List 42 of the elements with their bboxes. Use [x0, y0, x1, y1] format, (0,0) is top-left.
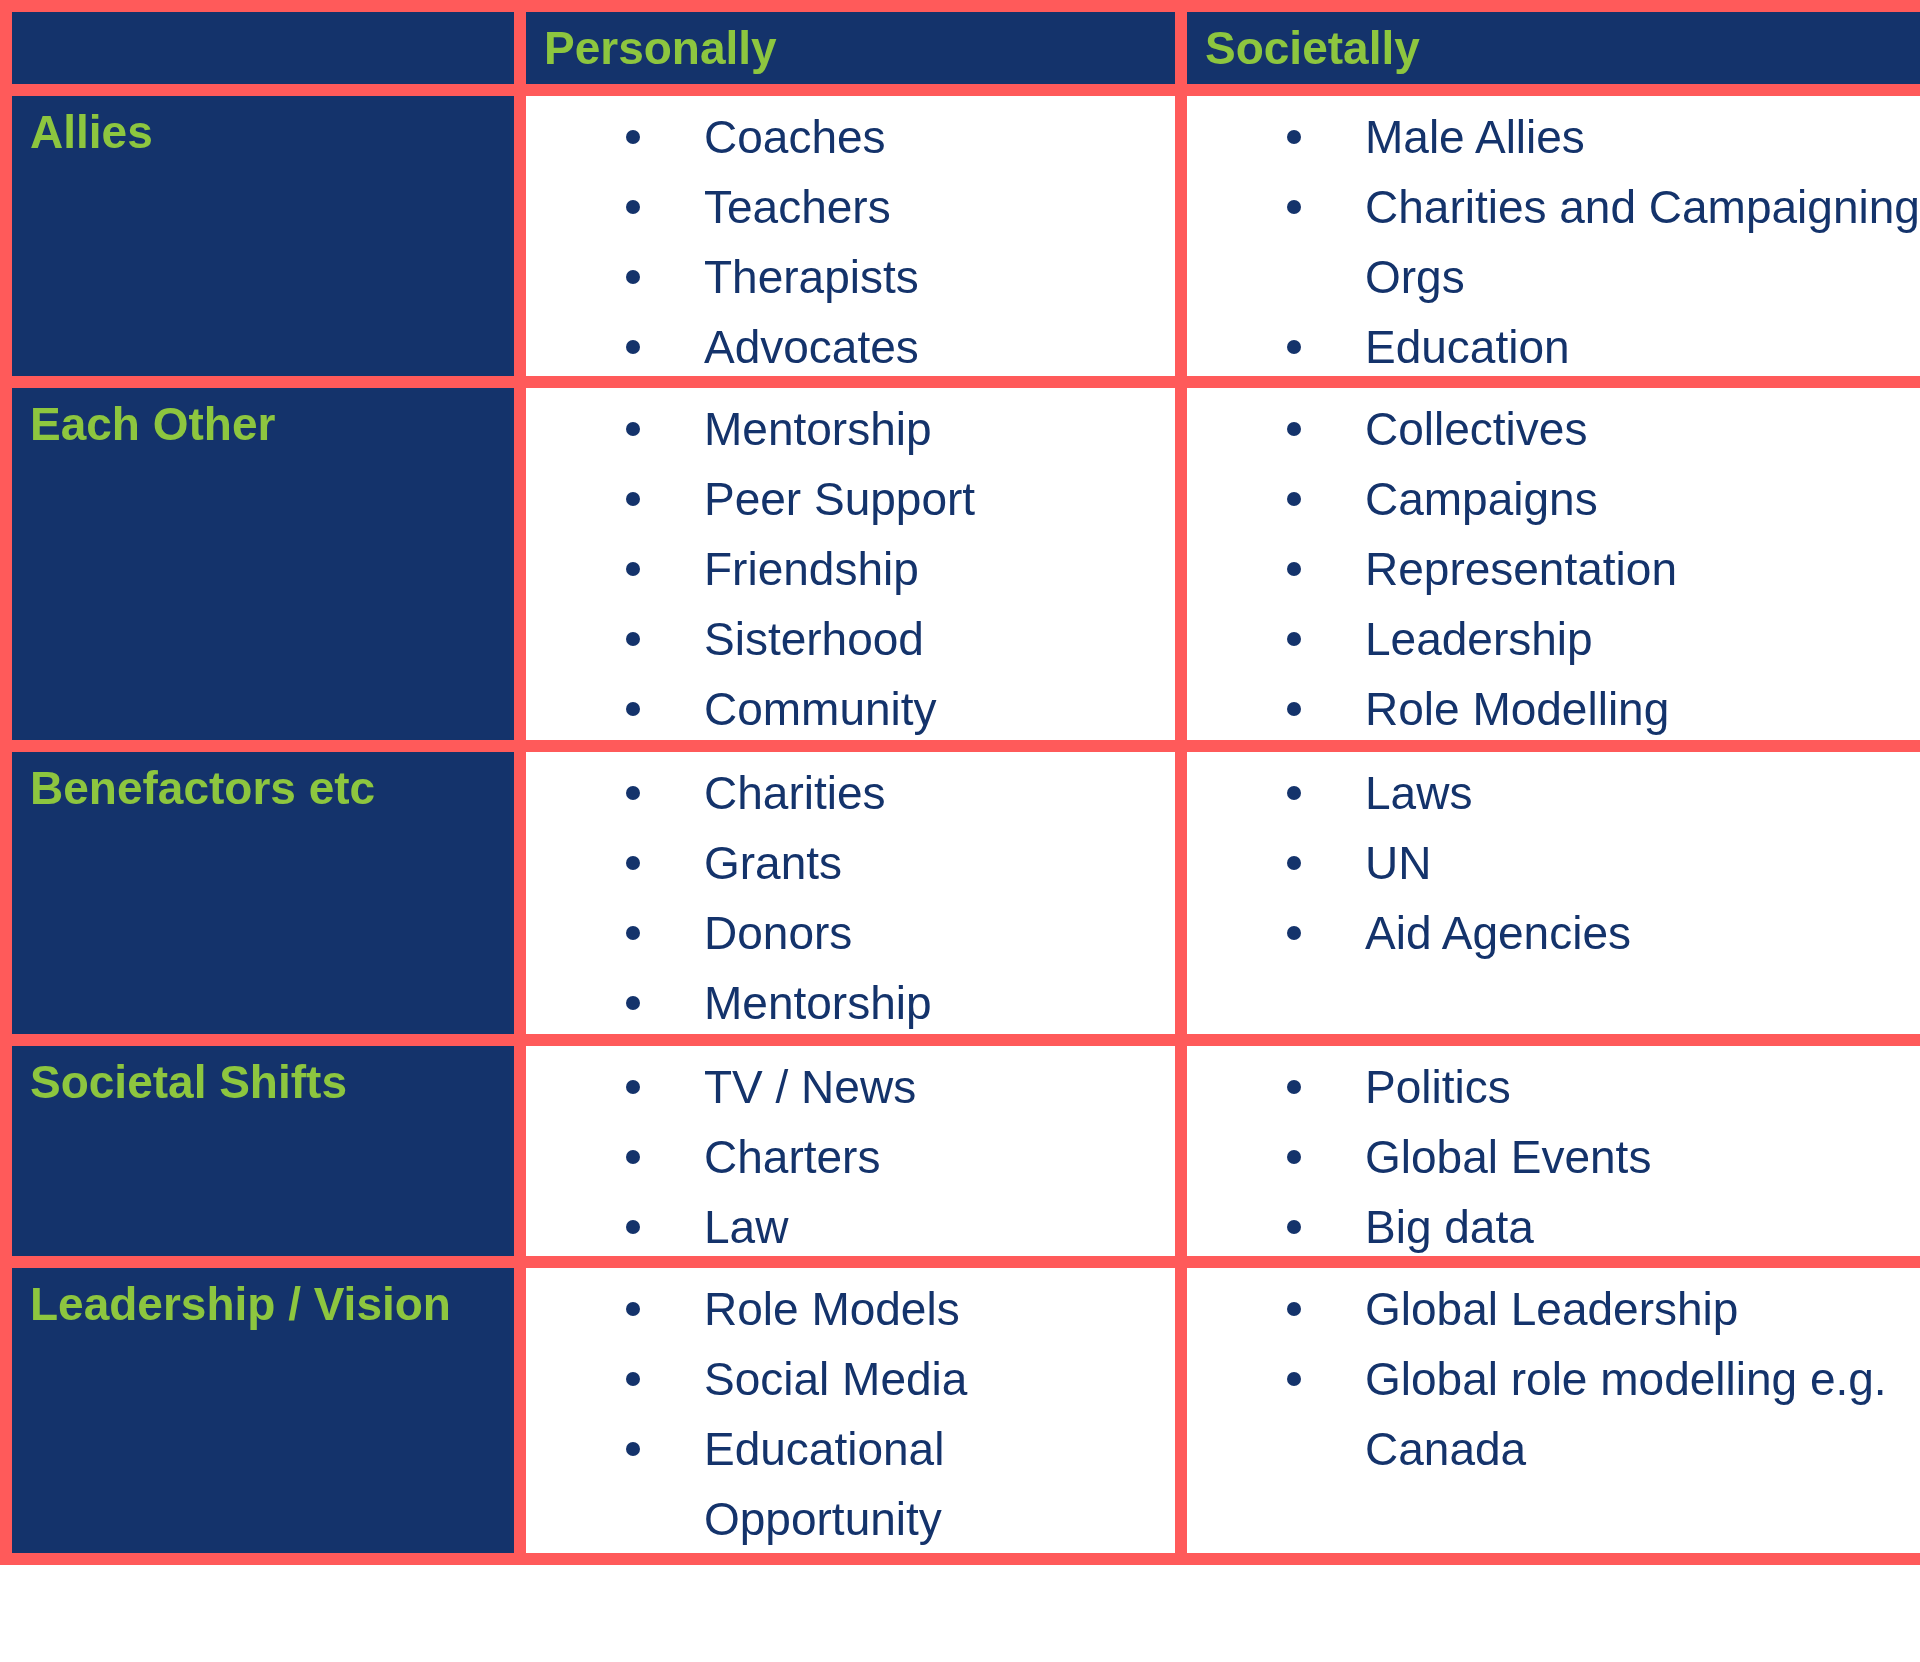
- row-header: Allies: [12, 96, 514, 376]
- list-item: Charities: [704, 766, 887, 821]
- list-item: Mentorship: [704, 402, 933, 457]
- list-item: Laws: [1365, 766, 1474, 821]
- list-item: Grants: [704, 836, 844, 891]
- list-item: Role Models: [704, 1282, 961, 1337]
- list-item: TV / News: [704, 1060, 918, 1115]
- list-item: Global Events: [1365, 1130, 1653, 1185]
- list-item: UN: [1365, 836, 1433, 891]
- list-item: Global role modelling e.g. Canada: [1365, 1352, 1888, 1477]
- list-item: Sisterhood: [704, 612, 925, 667]
- list-item: Male Allies: [1365, 110, 1586, 165]
- list-item: Charters: [704, 1130, 882, 1185]
- column-header: Societally: [1187, 12, 1920, 84]
- row-header: Each Other: [12, 388, 514, 740]
- list-item: Law: [704, 1200, 790, 1255]
- list-item: Donors: [704, 906, 854, 961]
- list-item: Educational Opportunity: [704, 1422, 946, 1547]
- list-item: Big data: [1365, 1200, 1535, 1255]
- list-item: Aid Agencies: [1365, 906, 1632, 961]
- list-item: Coaches: [704, 110, 887, 165]
- list-item: Representation: [1365, 542, 1678, 597]
- list-item: Social Media: [704, 1352, 969, 1407]
- list-item: Teachers: [704, 180, 892, 235]
- row-header: Benefactors etc: [12, 752, 514, 1034]
- column-header: Personally: [526, 12, 1175, 84]
- list-item: Global Leadership: [1365, 1282, 1740, 1337]
- list-item: Education: [1365, 320, 1571, 375]
- list-item: Friendship: [704, 542, 920, 597]
- list-item: Politics: [1365, 1060, 1512, 1115]
- list-item: Therapists: [704, 250, 920, 305]
- list-item: Charities and Campaigning Orgs: [1365, 180, 1920, 305]
- list-item: Role Modelling: [1365, 682, 1671, 737]
- list-item: Collectives: [1365, 402, 1589, 457]
- list-item: Campaigns: [1365, 472, 1599, 527]
- list-item: Advocates: [704, 320, 920, 375]
- list-item: Mentorship: [704, 976, 933, 1031]
- list-item: Community: [704, 682, 938, 737]
- row-header: Leadership / Vision: [12, 1268, 514, 1553]
- list-item: Peer Support: [704, 472, 977, 527]
- row-header: Societal Shifts: [12, 1046, 514, 1256]
- list-item: Leadership: [1365, 612, 1594, 667]
